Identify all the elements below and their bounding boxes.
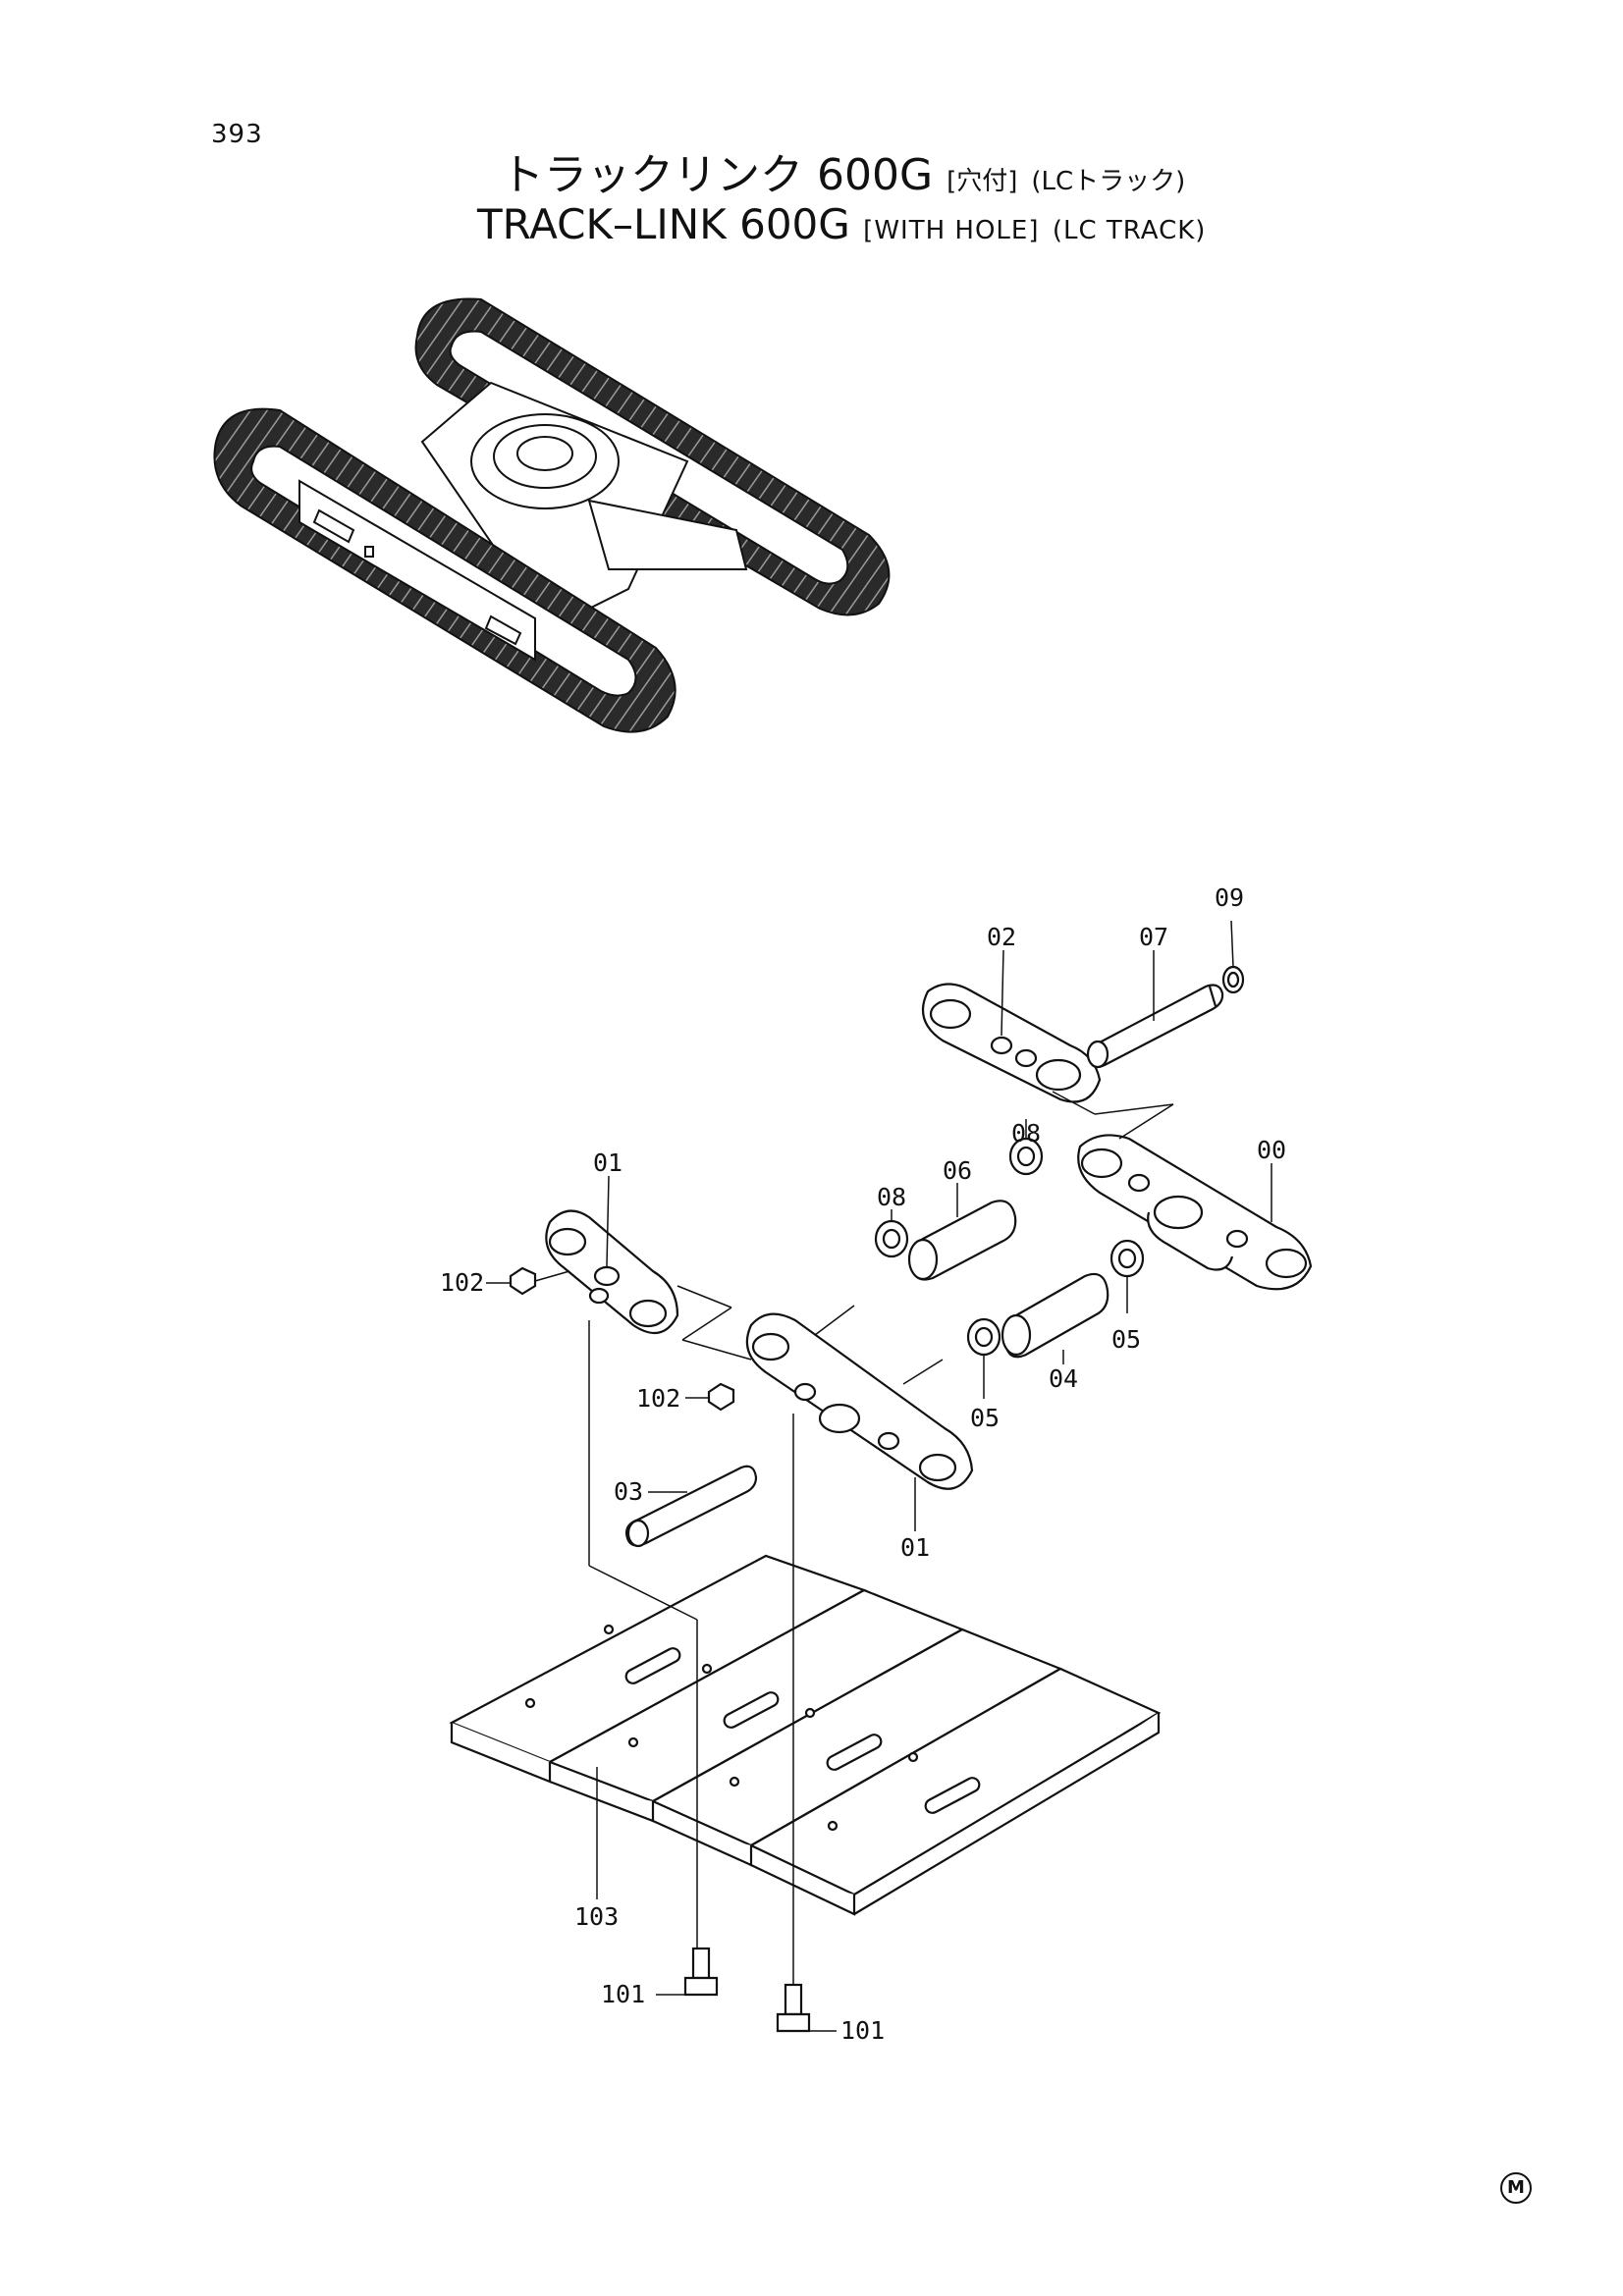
callout-04: 04 — [1049, 1364, 1079, 1393]
manufacturer-mark: M — [1500, 2172, 1532, 2204]
callout-101-left: 101 — [601, 1980, 646, 2008]
callout-103: 103 — [574, 1902, 620, 1931]
callout-102-upper: 102 — [440, 1268, 485, 1297]
ring-part-09 — [1221, 965, 1245, 994]
bolt-part-101 — [683, 1947, 811, 2033]
callout-01-lower: 01 — [900, 1533, 931, 1562]
bushing-part-06 — [907, 1200, 1017, 1281]
pin-part-07 — [1086, 984, 1224, 1069]
title-japanese: トラックリンク 600G [穴付] (LCトラック) — [501, 139, 1185, 202]
callout-05-right: 05 — [1111, 1325, 1142, 1354]
bushing-part-04 — [1001, 1272, 1109, 1359]
title-jp-track: (LCトラック) — [1031, 167, 1186, 196]
callout-09: 09 — [1215, 883, 1245, 912]
callout-02: 02 — [987, 923, 1017, 951]
seal-part-05 — [966, 1239, 1145, 1357]
callout-05-left: 05 — [970, 1404, 1001, 1432]
title-english: TRACK–LINK 600G [WITH HOLE] (LC TRACK) — [477, 200, 1206, 248]
link-pair-part-00 — [1077, 1134, 1313, 1291]
shoe-part-103 — [449, 1554, 1162, 1916]
pin-part-03 — [624, 1465, 758, 1548]
nut-part-102 — [509, 1266, 735, 1412]
callout-102-lower: 102 — [636, 1384, 681, 1413]
callout-03: 03 — [614, 1477, 644, 1506]
callout-01-upper: 01 — [593, 1148, 623, 1177]
assembly-guide-lines — [588, 1091, 1174, 1985]
title-jp-hole: [穴付] — [947, 167, 1018, 196]
page-number: 393 — [211, 120, 263, 149]
undercarriage-illustration — [213, 297, 891, 733]
callout-00: 00 — [1257, 1136, 1287, 1164]
callout-101-right: 101 — [840, 2016, 886, 2045]
callout-06: 06 — [943, 1156, 973, 1185]
callout-08-upper: 08 — [1011, 1119, 1042, 1148]
title-en-track: (LC TRACK) — [1052, 216, 1207, 245]
track-link-assembly — [449, 965, 1313, 2033]
link-part-01-upper — [545, 1209, 679, 1335]
callout-08-lower: 08 — [877, 1183, 907, 1211]
seal-part-08 — [874, 1137, 1044, 1258]
link-part-02 — [921, 983, 1102, 1103]
title-jp-main: トラックリンク 600G — [501, 150, 934, 200]
link-pair-part-01-lower — [745, 1312, 974, 1490]
callout-leader-lines — [486, 920, 1272, 2032]
title-en-hole: [WITH HOLE] — [863, 216, 1040, 245]
callout-07: 07 — [1139, 923, 1169, 951]
title-en-main: TRACK–LINK 600G — [477, 200, 850, 248]
